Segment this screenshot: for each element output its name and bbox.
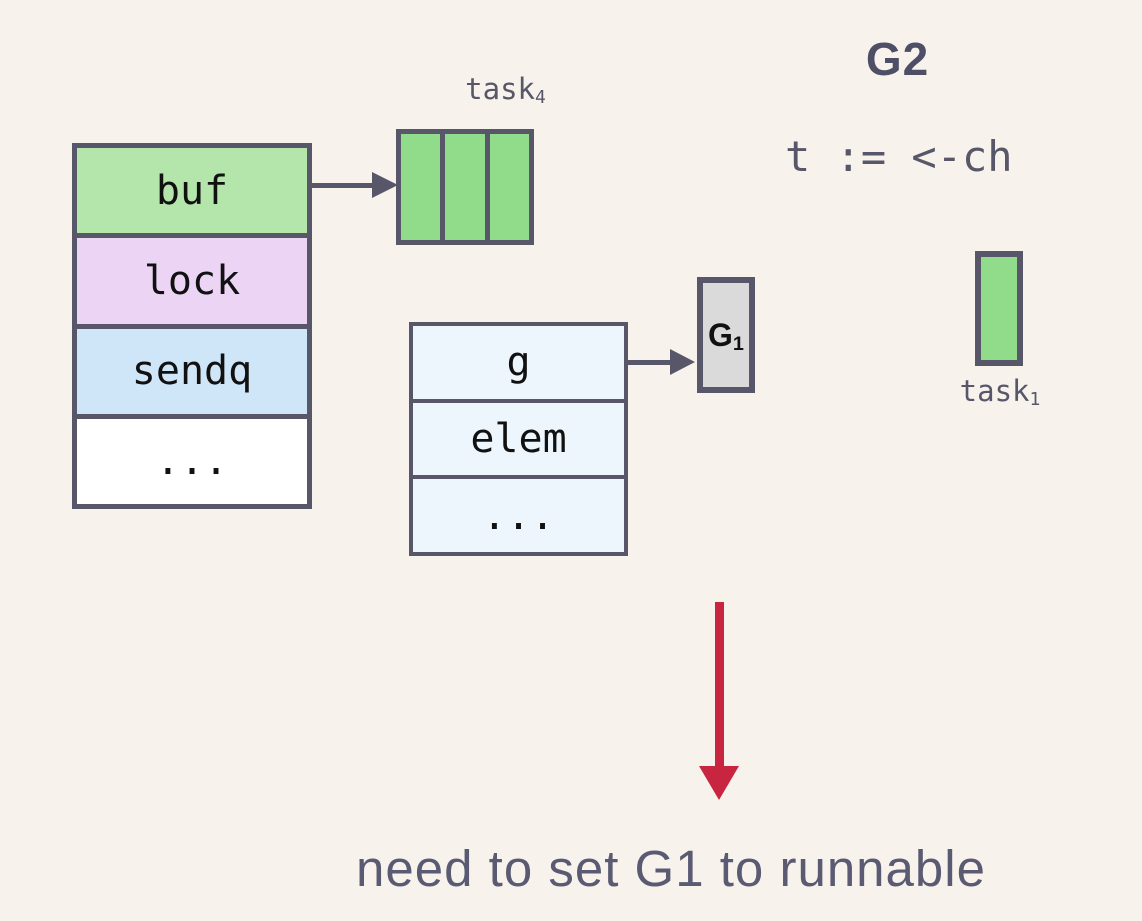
receive-code: t := <-ch	[785, 132, 1013, 181]
buf-to-buffer-arrow-head	[372, 172, 398, 198]
sudog-row-elem: elem	[413, 402, 624, 476]
buffer-cell	[445, 134, 485, 240]
g-to-g1-arrow-line	[628, 360, 672, 365]
caption: need to set G1 to runnable	[356, 840, 986, 897]
hchan-row-sendq: sendq	[77, 328, 307, 414]
task1-label: task1	[959, 374, 1041, 410]
buffer-task4-label: task4	[465, 72, 546, 108]
sudog-row-ellipsis: ...	[413, 479, 624, 553]
hchan-row-ellipsis: ...	[77, 418, 307, 504]
task1-box	[975, 251, 1023, 366]
g1-box: G1	[697, 277, 755, 393]
buf-to-buffer-arrow-line	[310, 183, 374, 188]
hchan-row-lock: lock	[77, 238, 307, 324]
hchan-struct: buf lock sendq ...	[72, 143, 312, 509]
hchan-row-buf: buf	[77, 148, 307, 234]
task1-subscript: 1	[1029, 388, 1041, 410]
g2-title: G2	[865, 33, 930, 85]
buffer-cell	[401, 134, 441, 240]
channel-buffer	[396, 129, 534, 245]
buffer-cell	[489, 134, 529, 240]
sudog-struct: g elem ...	[409, 322, 628, 556]
g-to-g1-arrow-head	[670, 349, 695, 375]
sudog-row-g: g	[413, 326, 624, 399]
g1-subscript: 1	[732, 332, 744, 355]
red-down-arrow-head	[699, 766, 739, 800]
g1-label: G1	[708, 316, 744, 355]
task4-subscript: 4	[535, 86, 546, 108]
red-down-arrow-line	[715, 602, 724, 768]
